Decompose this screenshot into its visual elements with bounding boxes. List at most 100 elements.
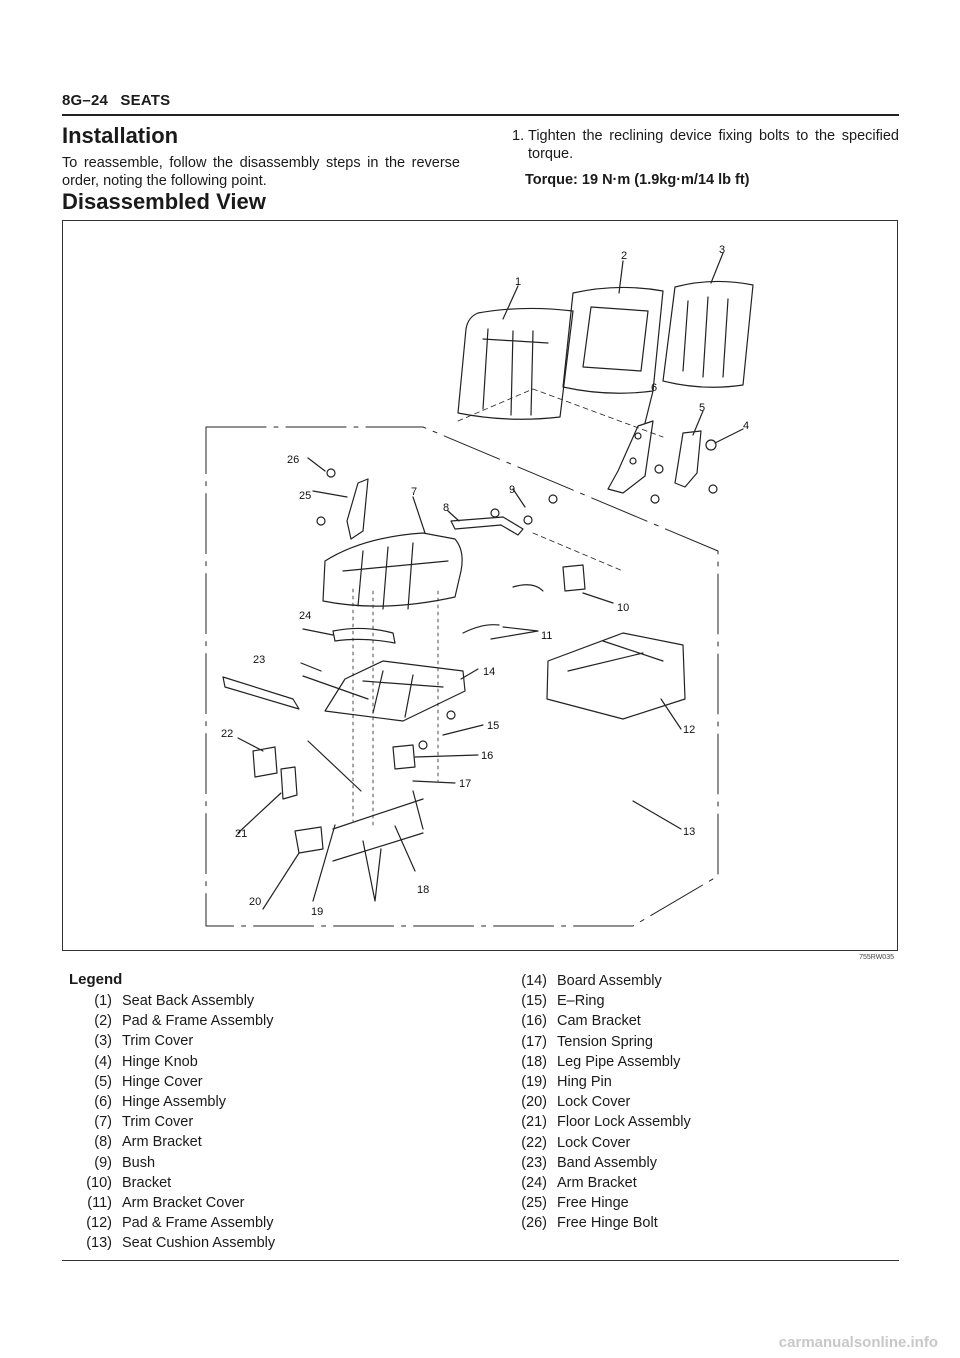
legend-name: Pad & Frame Assembly: [122, 1215, 274, 1232]
callout-20: 20: [249, 896, 261, 908]
step-text: Tighten the reclining device fixing bolt…: [528, 128, 899, 162]
legend-item: (7) Trim Cover: [62, 1112, 275, 1132]
legend-name: Seat Cushion Assembly: [122, 1235, 276, 1252]
legend-column-right: (14) Board Assembly (15) E–Ring (16) Cam Br…: [497, 971, 691, 1233]
callout-26: 26: [287, 454, 299, 466]
legend-num: (14): [521, 973, 547, 989]
legend-num: (9): [94, 1154, 112, 1171]
step-number: 1.: [512, 128, 525, 144]
legend-item: (6)Hinge Assembly: [62, 1092, 275, 1112]
legend-name: Hinge Cover: [122, 1073, 203, 1090]
legend-num: (26): [521, 1215, 547, 1232]
legend-name: Tension Spring: [557, 1033, 653, 1050]
callout-13: 13: [683, 826, 695, 838]
installation-step: 1. Tighten the reclining device fixing b…: [512, 127, 899, 163]
legend-item: (21) Floor Lock Assembly: [497, 1112, 691, 1132]
figure-code: 755RW035: [859, 954, 894, 961]
legend-num: (1): [94, 993, 112, 1009]
watermark: carmanualsonline.info: [778, 1334, 938, 1351]
callout-21: 21: [235, 828, 247, 840]
legend-num: (18): [521, 1053, 547, 1070]
legend-name: Seat Back Assembly: [122, 993, 255, 1009]
legend-item: (25) Free Hinge: [497, 1193, 691, 1213]
legend-name: Arm Bracket Cover: [122, 1194, 245, 1211]
legend-item: (9) Bush: [62, 1153, 275, 1173]
legend-name: Board Assembly: [557, 973, 662, 989]
legend-num: (11): [87, 1194, 112, 1211]
legend-num: (22): [521, 1134, 547, 1151]
legend-item: (1) Seat Back Assembly: [62, 991, 275, 1011]
legend-num: (5): [94, 1073, 112, 1090]
legend-name: Arm Bracket: [557, 1174, 637, 1191]
callout-5: 5: [699, 402, 705, 414]
header-divider: [62, 114, 899, 116]
legend-name: E–Ring: [557, 993, 605, 1010]
legend-item: (2)Pad & Frame Assembly: [62, 1011, 275, 1031]
legend-name: Trim Cover: [122, 1033, 194, 1050]
legend-num: (19): [521, 1073, 547, 1090]
legend-name: Arm Bracket: [122, 1134, 202, 1151]
legend-name: Floor Lock Assembly: [557, 1114, 691, 1131]
section-code: 8G–24: [62, 92, 109, 109]
installation-heading: Installation: [62, 123, 179, 148]
legend-title: Legend: [69, 971, 123, 988]
installation-text: To reassemble, follow the disassembly st…: [62, 155, 460, 189]
legend-num: (21): [521, 1114, 547, 1131]
legend-item: (12) Pad & Frame Assembly: [62, 1213, 275, 1233]
legend-num: (17): [521, 1033, 547, 1050]
callout-15: 15: [487, 720, 499, 732]
callout-12: 12: [683, 724, 695, 736]
legend-num: (7): [94, 1114, 112, 1131]
legend-name: Bush: [122, 1154, 156, 1171]
callout-24: 24: [299, 610, 311, 622]
callout-1: 1: [515, 276, 521, 288]
legend-num: (25): [521, 1195, 547, 1212]
callout-9-top: 9: [509, 484, 515, 496]
callout-7: 7: [411, 486, 417, 498]
page-header: 8G–24 SEATS: [62, 92, 170, 109]
callout-3: 3: [719, 244, 725, 256]
legend-num: (10): [86, 1174, 112, 1191]
legend-num: (15): [521, 993, 547, 1010]
legend-item: (10) Bracket: [62, 1173, 275, 1193]
legend-item: (19) Hing Pin: [497, 1072, 691, 1092]
legend-item: (13) Seat Cushion Assembly: [62, 1233, 275, 1253]
callout-25: 25: [299, 490, 311, 502]
callout-8: 8: [443, 502, 449, 514]
callout-labels: 1 2 3 4 5 6 7 8 9 10 11 12 13 14 15 16 1…: [221, 244, 749, 918]
callout-18: 18: [417, 884, 429, 896]
legend-name: Lock Cover: [557, 1134, 631, 1151]
legend-name: Hinge Assembly: [122, 1093, 226, 1110]
callout-2: 2: [621, 250, 627, 262]
callout-10: 10: [617, 602, 629, 614]
legend-item: (23)Band Assembly: [497, 1153, 691, 1173]
legend-item: (22) Lock Cover: [497, 1133, 691, 1153]
legend-num: (13): [86, 1235, 112, 1252]
legend-item: (20)Lock Cover: [497, 1092, 691, 1112]
legend-item: (16) Cam Bracket: [497, 1011, 691, 1031]
legend-num: (12): [86, 1215, 112, 1232]
legend-name: Hinge Knob: [122, 1053, 198, 1070]
legend-num: (23): [521, 1154, 547, 1171]
legend-item: (18)Leg Pipe Assembly: [497, 1052, 691, 1072]
callout-14: 14: [483, 666, 495, 678]
legend-name: Pad & Frame Assembly: [122, 1013, 274, 1030]
legend-name: Trim Cover: [122, 1114, 194, 1131]
legend-item: (24) Arm Bracket: [497, 1173, 691, 1193]
legend-name: Hing Pin: [557, 1073, 612, 1090]
legend-item: (5) Hinge Cover: [62, 1072, 275, 1092]
legend-name: Bracket: [122, 1174, 172, 1191]
torque-spec: Torque: 19 N·m (1.9kg·m/14 lb ft): [525, 172, 750, 188]
disassembled-heading: Disassembled View: [62, 189, 266, 214]
legend-name: Free Hinge: [557, 1195, 629, 1212]
legend-name: Cam Bracket: [557, 1013, 641, 1030]
legend-num: (20): [521, 1094, 547, 1111]
callout-6: 6: [651, 382, 657, 394]
legend-item: (3)Trim Cover: [62, 1031, 275, 1051]
footer-divider: [62, 1260, 899, 1261]
legend-num: (24): [521, 1174, 547, 1191]
legend-item: (4) Hinge Knob: [62, 1052, 275, 1072]
legend-num: (4): [94, 1053, 112, 1070]
section-name: SEATS: [120, 92, 171, 109]
legend-num: (16): [521, 1013, 547, 1030]
